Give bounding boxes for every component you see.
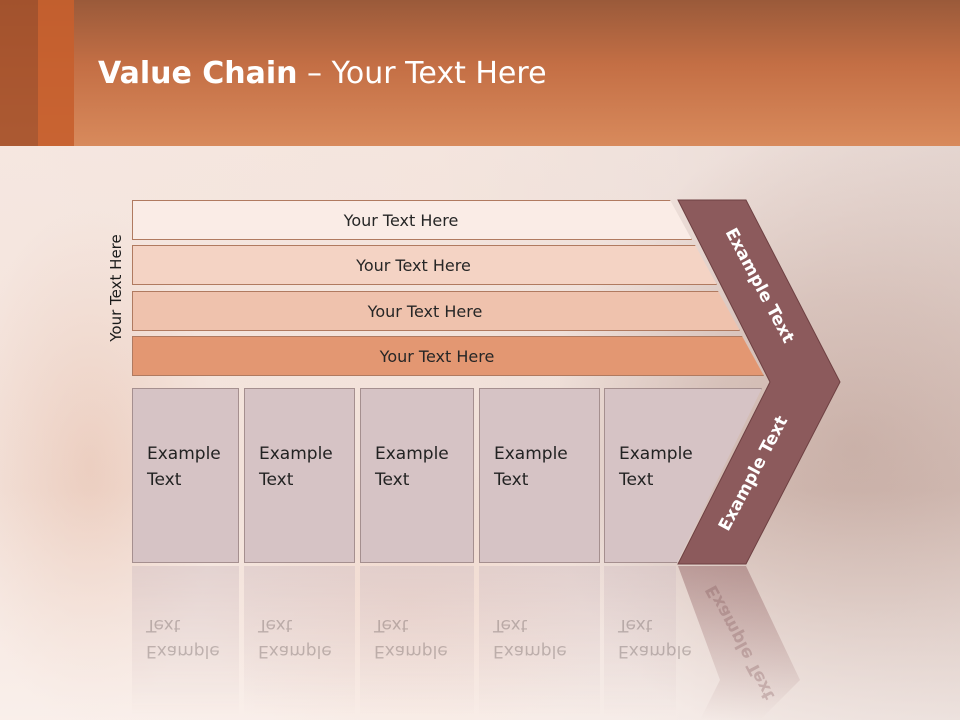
column-label-line1: Example	[375, 444, 449, 464]
slide-header: Value Chain – Your Text Here	[0, 0, 960, 146]
row-label: Your Text Here	[379, 346, 495, 366]
column-label-line2: Text	[619, 470, 654, 490]
row-label: Your Text Here	[356, 255, 471, 275]
column-label-line2: Text	[147, 470, 182, 490]
activity-column[interactable]: Example Text	[479, 388, 600, 563]
header-accent-strip	[0, 0, 38, 146]
chevron-reflection	[678, 566, 800, 720]
activity-column[interactable]: Example Text	[360, 388, 474, 563]
column-label-line2: Text	[375, 470, 410, 490]
value-chain-row[interactable]: Your Text Here	[132, 200, 692, 240]
slide-title-rest: – Your Text Here	[297, 56, 547, 91]
column-label-line2: Text	[259, 470, 294, 490]
column-label-line1: Example	[619, 444, 693, 464]
header-accent-strip	[38, 0, 74, 146]
slide-title-bold: Value Chain	[98, 56, 298, 91]
value-chain-row[interactable]: Your Text Here	[132, 336, 764, 376]
row-label: Your Text Here	[343, 210, 459, 230]
chevron-shape	[677, 199, 841, 565]
value-chain-row[interactable]: Your Text Here	[132, 291, 740, 331]
column-label-line2: Text	[494, 470, 529, 490]
slide-title: Value Chain – Your Text Here	[98, 56, 547, 92]
activity-column[interactable]: Example Text	[244, 388, 355, 563]
row-label: Your Text Here	[367, 301, 483, 321]
activity-column[interactable]: Example Text	[132, 388, 239, 563]
value-chain-row[interactable]: Your Text Here	[132, 245, 717, 285]
column-label-line1: Example	[494, 444, 568, 464]
column-label-line1: Example	[147, 444, 221, 464]
column-label-line1: Example	[259, 444, 333, 464]
